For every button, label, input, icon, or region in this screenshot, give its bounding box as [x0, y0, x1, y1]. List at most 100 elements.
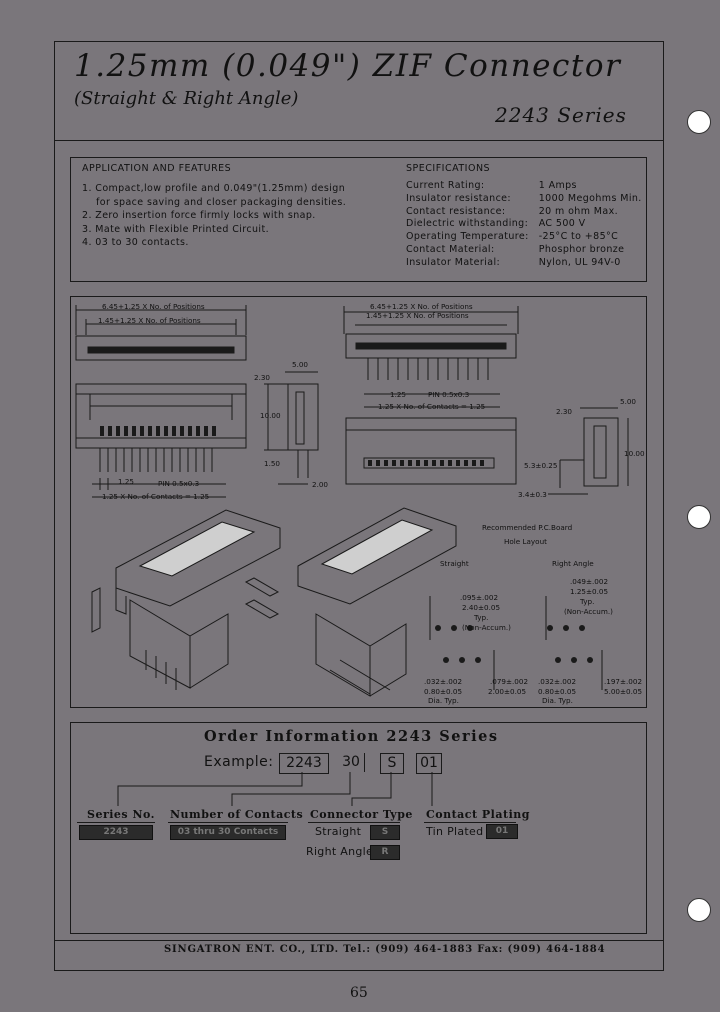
- spec-value: 20 m ohm Max.: [538, 205, 619, 217]
- example-type: S: [380, 753, 404, 774]
- dim-text: 1.45+1.25 X No. of Positions: [98, 316, 201, 325]
- dim-text: 5.00: [292, 360, 308, 369]
- dim-text: 1.25: [118, 477, 134, 486]
- example-label: Example:: [204, 754, 274, 770]
- datasheet-frame: [54, 41, 664, 971]
- tin-plated-code: 01: [486, 824, 518, 839]
- connector-type-title: Connector Type: [310, 808, 413, 821]
- feature-item: 3. Mate with Flexible Printed Circuit.: [82, 223, 269, 235]
- dim-text: 0.80±0.05: [424, 687, 462, 696]
- dim-text: Typ.: [579, 597, 594, 606]
- page-subtitle: (Straight & Right Angle): [74, 88, 299, 109]
- order-info-title: Order Information 2243 Series: [204, 728, 499, 745]
- specs-heading: SPECIFICATIONS: [406, 163, 491, 174]
- features-specs-box: [70, 157, 647, 282]
- dim-text: (Non-Accum.): [564, 607, 613, 616]
- dim-text: PIN 0.5x0.3: [428, 390, 469, 399]
- series-no-title: Series No.: [87, 808, 155, 821]
- example-plating: 01: [416, 753, 442, 774]
- dim-text: 1.25 X No. of Contacts = 1.25: [378, 402, 485, 411]
- feature-item: 2. Zero insertion force firmly locks wit…: [82, 210, 316, 221]
- spec-value: Phosphor bronze: [538, 243, 625, 255]
- right-angle-option-code: R: [370, 845, 400, 860]
- straight-label: Straight: [440, 559, 469, 568]
- feature-item: for space saving and closer packaging de…: [96, 196, 347, 208]
- straight-option-label: Straight: [315, 825, 362, 838]
- page-number: 65: [350, 985, 368, 1001]
- dim-text: Dia. Typ.: [428, 696, 459, 705]
- series-no-code: 2243: [79, 825, 153, 840]
- spec-value: 1000 Megohms Min.: [538, 192, 642, 204]
- spec-value: 1 Amps: [538, 180, 577, 191]
- dim-text: Dia. Typ.: [542, 696, 573, 705]
- right-angle-label: Right Angle: [552, 559, 594, 568]
- spec-label: Dielectric withstanding:: [406, 218, 529, 230]
- spec-row: Insulator resistance:1000 Megohms Min.: [406, 193, 642, 206]
- spec-value: Nylon, UL 94V-0: [538, 256, 621, 268]
- dim-text: 1.25±0.05: [570, 587, 608, 596]
- specs-table: Current Rating: 1 Amps Insulator resistan…: [406, 180, 642, 270]
- company-footer: SINGATRON ENT. CO., LTD. Tel.: (909) 464…: [164, 944, 606, 955]
- dim-text: 2.00±0.05: [488, 687, 526, 696]
- dim-text: Typ.: [473, 613, 488, 622]
- dim-text: 1.45+1.25 X No. of Positions: [366, 311, 469, 320]
- dim-text: 3.4±0.3: [518, 490, 547, 499]
- spec-row: Operating Temperature:-25°C to +85°C: [406, 231, 642, 244]
- example-series: 2243: [279, 753, 329, 774]
- spec-label: Current Rating:: [406, 180, 485, 191]
- pcb-layout-title: Recommended P.C.Board: [482, 523, 572, 532]
- dim-text: 5.00±0.05: [604, 687, 642, 696]
- spec-row: Dielectric withstanding: AC 500 V: [406, 218, 642, 231]
- binder-hole-top: [687, 110, 711, 134]
- plating-title: Contact Plating: [426, 808, 530, 821]
- dim-text: 1.50: [264, 459, 280, 468]
- order-info-box: [70, 722, 647, 934]
- right-angle-option-label: Right Angle: [306, 845, 374, 858]
- dim-text: (Non-Accum.): [462, 623, 511, 632]
- dim-text: 5.00: [620, 397, 636, 406]
- spec-label: Contact resistance:: [406, 205, 506, 217]
- dim-text: .095±.002: [460, 593, 498, 602]
- title-divider: [54, 140, 664, 141]
- dim-text: 0.80±0.05: [538, 687, 576, 696]
- spec-row: Insulator Material: Nylon, UL 94V-0: [406, 257, 642, 270]
- spec-row: Contact Material:Phosphor bronze: [406, 244, 642, 257]
- dim-text: 2.30: [254, 373, 270, 382]
- dim-text: 5.3±0.25: [524, 461, 557, 470]
- feature-item: 4. 03 to 30 contacts.: [82, 237, 189, 248]
- drawing-box: [70, 296, 647, 708]
- feature-item: 1. Compact,low profile and 0.049"(1.25mm…: [82, 183, 346, 194]
- contacts-title: Number of Contacts: [170, 808, 304, 821]
- divider: [424, 822, 516, 823]
- divider: [77, 822, 155, 823]
- spec-label: Insulator Material:: [406, 256, 501, 268]
- features-heading: APPLICATION AND FEATURES: [82, 163, 232, 174]
- divider: [168, 822, 288, 823]
- dim-text: 1.25 X No. of Contacts = 1.25: [102, 492, 209, 501]
- straight-option-code: S: [370, 825, 400, 840]
- spec-row: Current Rating: 1 Amps: [406, 180, 642, 193]
- spec-value: AC 500 V: [538, 218, 586, 230]
- dim-text: 2.00: [312, 480, 328, 489]
- series-label: 2243 Series: [495, 103, 627, 127]
- features-list: 1. Compact,low profile and 0.049"(1.25mm…: [82, 182, 346, 250]
- dim-text: .197±.002: [604, 677, 642, 686]
- dim-text: 10.00: [624, 449, 645, 458]
- footer-divider: [54, 940, 664, 941]
- binder-hole-bottom: [687, 898, 711, 922]
- example-contacts: 30: [338, 753, 365, 772]
- page-title: 1.25mm (0.049") ZIF Connector: [74, 48, 622, 84]
- binder-hole-middle: [687, 505, 711, 529]
- tin-plated-label: Tin Plated: [426, 825, 484, 838]
- contacts-code: 03 thru 30 Contacts: [170, 825, 286, 840]
- dim-text: .032±.002: [424, 677, 462, 686]
- dim-text: 6.45+1.25 X No. of Positions: [370, 302, 473, 311]
- dim-text: 6.45+1.25 X No. of Positions: [102, 302, 205, 311]
- dim-text: 10.00: [260, 411, 281, 420]
- spec-value: -25°C to +85°C: [538, 231, 619, 243]
- dim-text: .049±.002: [570, 577, 608, 586]
- spec-row: Contact resistance: 20 m ohm Max.: [406, 206, 642, 219]
- dim-text: PIN 0.5x0.3: [158, 479, 199, 488]
